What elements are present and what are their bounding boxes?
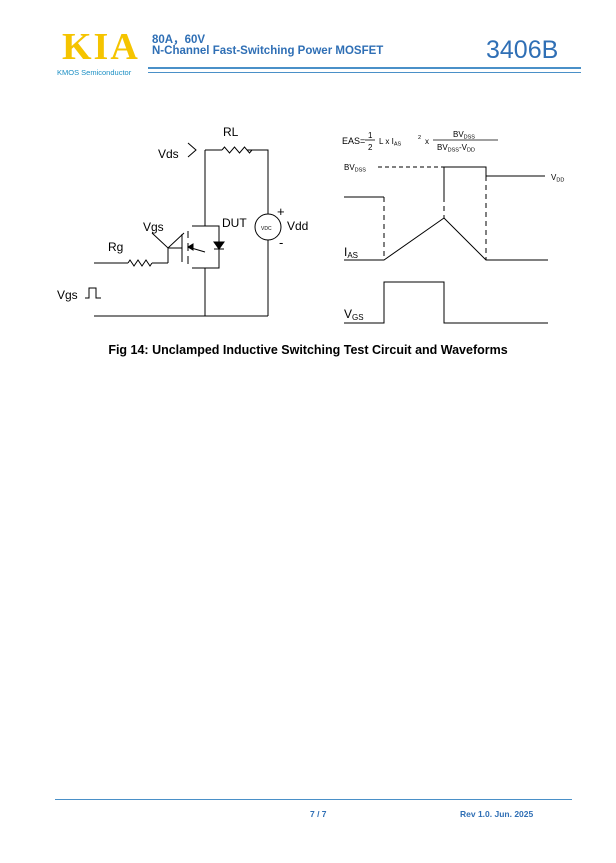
header-description: N-Channel Fast-Switching Power MOSFET (152, 45, 384, 57)
eq-middle-sub: AS (394, 142, 402, 148)
eq-frac2-num-sub: DSS (464, 135, 476, 141)
gate-resistor (127, 259, 153, 267)
eq-frac2-den-tail: -V (459, 143, 468, 152)
waveforms (344, 166, 548, 324)
eq-middle: L x I (379, 137, 394, 146)
svg-text:IAS: IAS (344, 245, 358, 260)
figure-caption: Fig 14: Unclamped Inductive Switching Te… (108, 343, 508, 357)
wf-vdd: V (551, 173, 557, 182)
label-plus: + (277, 204, 285, 219)
circuit-labels: RL Vds DUT Vgs Rg Vdd + - VDC Vgs (57, 125, 308, 302)
label-dut: DUT (222, 216, 247, 230)
label-vdd: Vdd (287, 219, 308, 233)
header-rating: 80A，60V (152, 34, 206, 46)
svg-text:BVDSS: BVDSS (453, 130, 475, 141)
revision: Rev 1.0. Jun. 2025 (460, 809, 534, 819)
eq-frac2-den-tail-sub: DD (467, 148, 475, 154)
part-number: 3406B (486, 36, 559, 64)
eas-equation: EAS= 1 2 L x IAS 2 x BVDSS BVDSS-VDD (342, 130, 498, 154)
company-name: KMOS Semiconductor (57, 68, 132, 77)
company-logo: KIA (62, 26, 140, 68)
svg-text:VGS: VGS (344, 307, 364, 322)
svg-text:L x IAS: L x IAS (379, 137, 401, 148)
label-vds: Vds (158, 147, 179, 161)
label-rg: Rg (108, 240, 123, 254)
page-number: 7 / 7 (310, 809, 327, 819)
wf-ias-sub: AS (347, 251, 358, 260)
footer-rule (55, 799, 572, 800)
eq-times: x (425, 137, 429, 146)
load-resistor (221, 146, 253, 154)
header-rule-thin (148, 72, 581, 73)
ias-waveform (344, 217, 548, 261)
wf-bvdss: BV (344, 163, 355, 172)
wf-bvdss-sub: DSS (355, 168, 367, 174)
eq-lhs: EAS= (342, 136, 365, 146)
label-vgs: Vgs (143, 220, 164, 234)
eq-frac1-num: 1 (368, 131, 373, 140)
test-circuit (85, 142, 282, 317)
waveform-labels: BVDSS VDD IAS VGS (344, 163, 564, 322)
label-vdc: VDC (261, 226, 272, 232)
svg-text:BVDSS-VDD: BVDSS-VDD (437, 143, 475, 154)
header-rule (148, 67, 581, 69)
eq-frac2-den: BV (437, 143, 448, 152)
label-vgs-pulse: Vgs (57, 288, 78, 302)
eq-frac2-den-sub: DSS (448, 148, 460, 154)
wf-vdd-sub: DD (556, 178, 564, 184)
eq-frac2-num: BV (453, 130, 464, 139)
uis-figure: RL Vds DUT Vgs Rg Vdd + - VDC Vgs EAS= 1… (57, 125, 564, 324)
vds-waveform (443, 166, 545, 197)
wf-vgs: V (344, 307, 352, 321)
voltage-source (254, 213, 282, 241)
label-minus: - (279, 235, 283, 250)
eq-middle-sup: 2 (418, 135, 421, 141)
svg-text:VDD: VDD (551, 173, 564, 184)
eq-frac1-den: 2 (368, 143, 373, 152)
vgs-waveform (344, 281, 548, 324)
svg-text:BVDSS: BVDSS (344, 163, 366, 174)
wf-ias: I (344, 245, 347, 259)
label-rl: RL (223, 125, 239, 139)
wf-vgs-sub: GS (352, 313, 364, 322)
